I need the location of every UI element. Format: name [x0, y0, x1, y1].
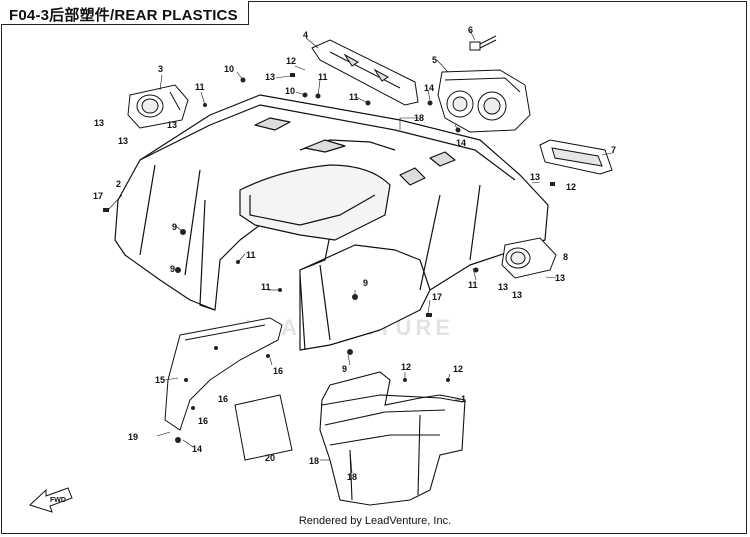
callout-20: 20	[265, 453, 275, 463]
callout-10a: 10	[224, 64, 234, 74]
callout-15: 15	[155, 375, 165, 385]
callout-18b: 18	[309, 456, 319, 466]
callout-13g: 13	[512, 290, 522, 300]
callout-13h: 13	[555, 273, 565, 283]
fasteners	[103, 73, 555, 443]
title-box: F04-3后部塑件/REAR PLASTICS	[1, 1, 249, 25]
callout-13c: 13	[118, 136, 128, 146]
callout-17a: 17	[93, 191, 103, 201]
callout-16a: 16	[273, 366, 283, 376]
callout-14c: 14	[192, 444, 202, 454]
splash-guard[interactable]	[319, 371, 466, 506]
diagram-title: F04-3后部塑件/REAR PLASTICS	[9, 7, 238, 24]
left-mud-flap[interactable]	[164, 317, 283, 431]
callout-8: 8	[563, 252, 568, 262]
callout-16c: 16	[198, 416, 208, 426]
footer-credit: Rendered by LeadVenture, Inc.	[298, 515, 452, 527]
callout-16b: 16	[218, 394, 228, 404]
grab-rail[interactable]	[311, 39, 419, 106]
callout-12a: 12	[286, 56, 296, 66]
callout-10b: 10	[285, 86, 295, 96]
callout-13f: 13	[498, 282, 508, 292]
left-tail-light[interactable]	[127, 84, 189, 129]
callout-4: 4	[303, 30, 308, 40]
callout-12b: 12	[566, 182, 576, 192]
callout-11e: 11	[261, 282, 271, 292]
callout-11d: 11	[246, 250, 256, 260]
callout-13d: 13	[167, 120, 177, 130]
rear-fender[interactable]	[114, 94, 549, 351]
connector-bracket[interactable]	[469, 35, 497, 51]
callout-9c: 9	[363, 278, 368, 288]
callout-13a: 13	[265, 72, 275, 82]
callout-5: 5	[432, 55, 437, 65]
side-panel[interactable]	[234, 394, 293, 461]
rear-reflector[interactable]	[539, 139, 613, 175]
callout-9a: 9	[172, 222, 177, 232]
callout-18c: 18	[347, 472, 357, 482]
callout-11f: 11	[468, 280, 478, 290]
callout-2: 2	[116, 179, 121, 189]
right-tail-light[interactable]	[501, 237, 557, 279]
callout-14b: 14	[456, 138, 466, 148]
callout-12c: 12	[401, 362, 411, 372]
callout-13b: 13	[94, 118, 104, 128]
fwd-label: FWD	[50, 497, 66, 504]
callout-13e: 13	[530, 172, 540, 182]
callout-3: 3	[158, 64, 163, 74]
callout-9b: 9	[170, 264, 175, 274]
callout-17b: 17	[432, 292, 442, 302]
callout-18a: 18	[414, 113, 424, 123]
callout-6: 6	[468, 25, 473, 35]
callout-9d: 9	[342, 364, 347, 374]
callout-1: 1	[461, 394, 466, 404]
callout-14a: 14	[424, 83, 434, 93]
fwd-arrow-icon: FWD	[29, 487, 73, 513]
callout-7: 7	[611, 145, 616, 155]
rear-light-housing[interactable]	[437, 69, 531, 133]
callout-11a: 11	[195, 82, 205, 92]
callout-11b: 11	[318, 72, 328, 82]
callout-19: 19	[128, 432, 138, 442]
callout-12d: 12	[453, 364, 463, 374]
callout-numbers: 1 2 3 4 5 6 7 8 9 9 9 9 10 10 11 11 11 1…	[93, 25, 616, 482]
callout-11c: 11	[349, 92, 359, 102]
